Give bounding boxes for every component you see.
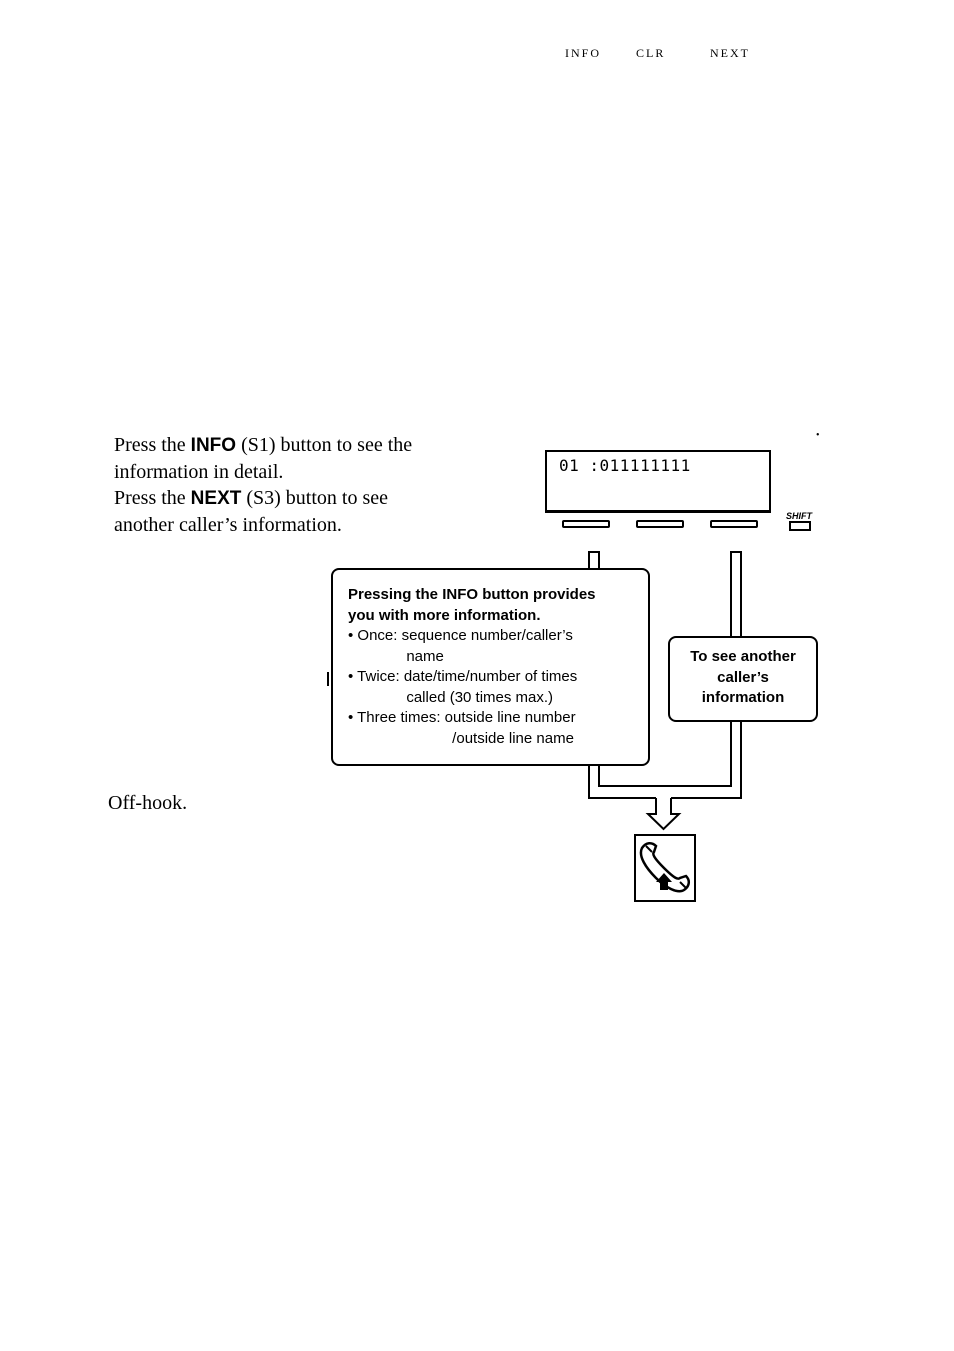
step1-text-line: information in detail.	[114, 461, 284, 483]
soft-label-next: NEXT	[710, 46, 750, 60]
info-button-callout: Pressing the INFO button provides you wi…	[331, 568, 650, 766]
step1-text-line: another caller’s information.	[114, 514, 342, 536]
step-off-hook: Off-hook.	[108, 792, 188, 814]
step1-text-part: Press the	[114, 434, 191, 456]
callout-line: • Twice: date/time/number of times	[348, 668, 578, 685]
callout-line: • Once: sequence number/caller’s	[348, 627, 573, 644]
callout-line: information	[701, 689, 785, 706]
callout-line: caller’s	[717, 668, 769, 686]
step1-text-part: Press the	[114, 487, 191, 509]
next-button-callout: To see another caller’s information	[668, 636, 818, 722]
soft-label-info: INFO	[565, 46, 602, 60]
lcd-caller-line: 01 :011111111	[559, 456, 691, 475]
step-info-next-instructions: Press the INFO (S1) button to see the in…	[114, 432, 474, 538]
callout-line: To see another	[690, 648, 796, 665]
lcd-divider	[545, 511, 771, 513]
step1-text-part: (S1) button to see the	[236, 434, 413, 456]
shift-key[interactable]	[789, 521, 811, 531]
soft-key-s1[interactable]	[562, 520, 610, 528]
callout-title: you with more information.	[348, 607, 541, 624]
soft-label-clr: CLR	[636, 46, 666, 60]
soft-key-s3[interactable]	[710, 520, 758, 528]
off-hook-handset-icon	[634, 834, 696, 902]
corner-mark: •	[816, 430, 820, 441]
step1-text-part: (S3) button to see	[241, 487, 389, 509]
callout-line: name	[348, 647, 444, 665]
info-button-name: INFO	[190, 435, 237, 456]
shift-label: SHIFT	[786, 511, 812, 521]
soft-key-s2[interactable]	[636, 520, 684, 528]
info-flow-connector	[588, 551, 742, 831]
callout-line: /outside line name	[348, 729, 574, 747]
callout-line: called (30 times max.)	[348, 688, 554, 706]
next-button-name: NEXT	[190, 488, 242, 509]
callout-line: • Three times: outside line number	[348, 709, 576, 726]
callout-title: Pressing the INFO button provides	[348, 586, 596, 603]
